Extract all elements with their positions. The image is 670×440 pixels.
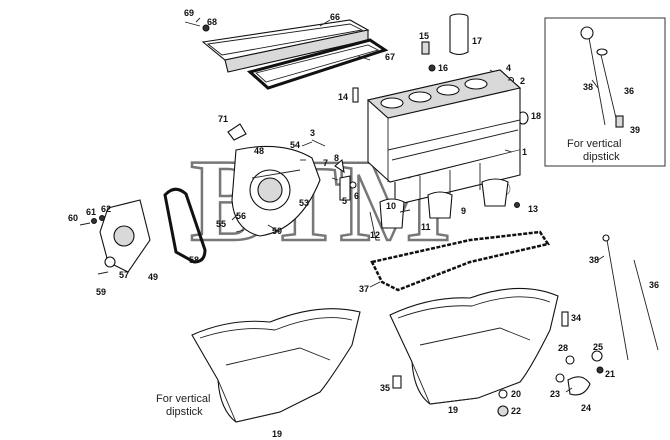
label-20: 20 <box>511 389 521 399</box>
label-37: 37 <box>359 284 369 294</box>
dipstick-tube-36 <box>633 259 659 351</box>
pan-caption-line2: dipstick <box>166 406 203 418</box>
label-56: 56 <box>236 211 246 221</box>
drain-plug-22 <box>497 405 509 417</box>
plug-35 <box>392 375 402 389</box>
front-cover <box>99 199 151 273</box>
inset-label-36: 36 <box>624 86 634 96</box>
part-23 <box>555 373 565 383</box>
label-53: 53 <box>299 198 309 208</box>
label-61: 61 <box>86 207 96 217</box>
label-14: 14 <box>338 92 348 102</box>
label-3: 3 <box>310 128 315 138</box>
oil-pan-gasket <box>370 230 551 292</box>
label-4: 4 <box>506 63 511 73</box>
core-plug-15 <box>421 41 430 55</box>
label-35: 35 <box>380 383 390 393</box>
part-28 <box>565 355 575 365</box>
rocker-cover-stud <box>184 21 210 32</box>
bolt-50 <box>267 224 281 233</box>
engine-block <box>366 69 522 206</box>
label-68: 68 <box>207 17 217 27</box>
pan-right-label-19: 19 <box>448 405 458 415</box>
label-5: 5 <box>342 196 347 206</box>
label-38: 38 <box>589 255 599 265</box>
washer-20 <box>498 389 508 399</box>
label-25: 25 <box>593 342 603 352</box>
label-18: 18 <box>531 111 541 121</box>
rocker-cover-gasket <box>246 38 389 90</box>
inset-label-38: 38 <box>583 82 593 92</box>
label-23: 23 <box>550 389 560 399</box>
cylinder-liner <box>449 13 469 56</box>
cover-bolts <box>79 215 109 275</box>
label-54: 54 <box>290 140 300 150</box>
part-34 <box>561 311 569 327</box>
label-1: 1 <box>522 147 527 157</box>
label-24: 24 <box>581 403 591 413</box>
cover-24 <box>567 376 591 396</box>
timing-case <box>231 145 321 237</box>
dipstick-38 <box>606 239 629 361</box>
label-69: 69 <box>184 8 194 18</box>
inset-caption-line2: dipstick <box>583 151 620 163</box>
timing-chain <box>163 187 207 264</box>
label-60: 60 <box>68 213 78 223</box>
oil-pan-right <box>389 287 559 405</box>
pan-caption-line1: For vertical <box>156 393 210 405</box>
label-21: 21 <box>605 369 615 379</box>
seal-57 <box>104 256 116 268</box>
label-71: 71 <box>218 114 228 124</box>
oil-pan-left <box>191 308 361 423</box>
label-55: 55 <box>216 219 226 229</box>
label-22: 22 <box>511 406 521 416</box>
label-50: 50 <box>272 226 282 236</box>
label-36: 36 <box>649 280 659 290</box>
plug-16 <box>428 64 436 72</box>
front-block-parts <box>334 158 357 201</box>
pin-3 <box>311 139 326 147</box>
label-66: 66 <box>330 12 340 22</box>
main-bearing-caps <box>369 178 509 241</box>
label-7: 7 <box>323 158 328 168</box>
label-10: 10 <box>386 201 396 211</box>
rocker-cover <box>201 19 370 73</box>
label-11: 11 <box>421 222 431 232</box>
inset-caption-line1: For vertical <box>567 138 621 150</box>
label-8: 8 <box>334 153 339 163</box>
label-2: 2 <box>520 76 525 86</box>
label-62: 62 <box>101 204 111 214</box>
label-34: 34 <box>571 313 581 323</box>
label-13: 13 <box>528 204 538 214</box>
label-17: 17 <box>472 36 482 46</box>
label-57: 57 <box>119 270 129 280</box>
bolt-13 <box>514 202 520 208</box>
leader-lines <box>195 17 605 393</box>
label-59: 59 <box>96 287 106 297</box>
part-25 <box>591 350 603 362</box>
label-16: 16 <box>438 63 448 73</box>
label-15: 15 <box>419 31 429 41</box>
pan-left-label-19: 19 <box>272 429 282 439</box>
label-9: 9 <box>461 206 466 216</box>
oil-filler-cap-71 <box>227 123 247 141</box>
part-21 <box>596 366 604 374</box>
inset-frame <box>544 17 666 167</box>
label-28: 28 <box>558 343 568 353</box>
label-12: 12 <box>370 230 380 240</box>
label-67: 67 <box>385 52 395 62</box>
label-48: 48 <box>254 146 264 156</box>
label-58: 58 <box>189 255 199 265</box>
inset-dipstick <box>580 26 624 128</box>
inset-label-39: 39 <box>630 125 640 135</box>
label-49: 49 <box>148 272 158 282</box>
dowel-14 <box>352 87 359 103</box>
label-6: 6 <box>354 191 359 201</box>
